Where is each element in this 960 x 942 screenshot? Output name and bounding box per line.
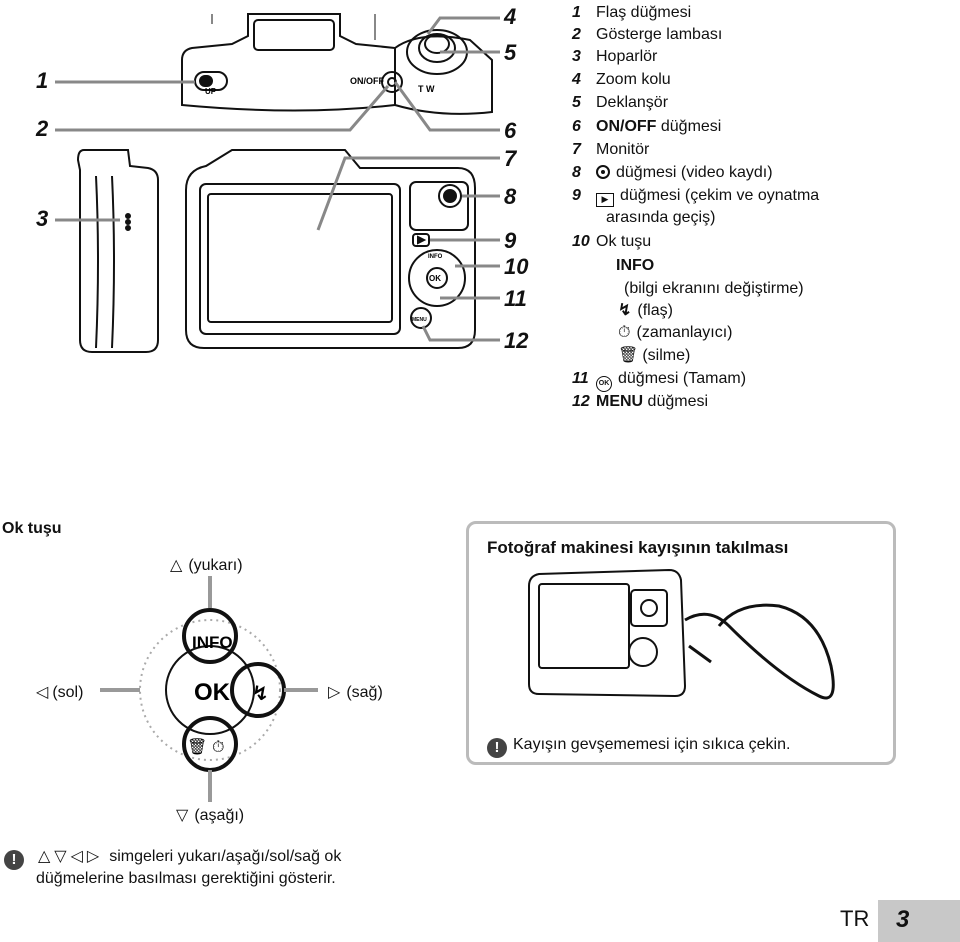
self-timer-icon: ⏱ (212, 737, 224, 756)
movie-record-icon (596, 165, 610, 179)
footer-lang: TR (840, 906, 870, 931)
parts-list-item: ↯(flaş) (618, 302, 673, 319)
callout-7: 7 (504, 146, 517, 171)
strap-title: Fotoğraf makinesi kayışının takılması (487, 538, 789, 557)
menu-button-label: MENU (412, 317, 427, 323)
page-number: 3 (896, 906, 910, 933)
callout-12: 12 (504, 328, 529, 353)
callout-9: 9 (504, 228, 517, 253)
callout-3: 3 (36, 206, 49, 231)
parts-list-item: INFO (616, 257, 655, 274)
footnote-line2: düğmelerine basılması gerektiğini göster… (36, 870, 336, 887)
right-label: ▷(sağ) (328, 684, 383, 701)
flash-icon: ↯ (252, 681, 269, 705)
parts-list-item: (bilgi ekranını değiştirme) (624, 280, 804, 297)
zoom-label: T W (418, 84, 435, 94)
ok-icon: OK (596, 376, 612, 392)
callout-6: 6 (504, 118, 517, 143)
camera-top-view (181, 13, 493, 115)
camera-back-view (185, 149, 476, 349)
parts-list-item: 🗑(silme) (618, 347, 691, 364)
onoff-label: ON/OFF (350, 76, 384, 86)
self-timer-icon: ⏱ (618, 324, 631, 341)
caution-icon: ! (487, 738, 507, 758)
footnote: !△▽◁▷simgeleri yukarı/aşağı/sol/sağ ok (4, 846, 341, 870)
left-label: ◁(sol) (36, 684, 84, 701)
parts-list-item: arasında geçiş) (606, 209, 716, 226)
info-button-label: INFO (428, 254, 443, 260)
up-triangle-icon: △ (170, 557, 183, 574)
callout-2: 2 (36, 116, 49, 141)
flash-icon: ↯ (618, 302, 632, 319)
strap-note: !Kayışın gevşememesi için sıkıca çekin. (487, 736, 790, 758)
info-key-label: INFO (192, 633, 233, 652)
ok-button-label: OK (429, 274, 441, 283)
strap-box: Fotoğraf makinesi kayışının takılması !K… (466, 521, 896, 765)
flash-switch-label: UP (205, 87, 217, 96)
parts-list-item: 9▶düğmesi (çekim ve oynatma (572, 185, 819, 207)
callout-5: 5 (504, 40, 517, 65)
ok-key-diagram: INFO OK ↯ 🗑 ⏱ (100, 576, 318, 802)
callout-8: 8 (504, 184, 517, 209)
direction-arrows-icon: △▽◁▷ (38, 848, 104, 865)
callout-10: 10 (504, 254, 529, 279)
strap-illustration (528, 568, 835, 700)
right-triangle-icon: ▷ (328, 684, 341, 701)
ok-center-label: OK (194, 679, 231, 706)
ok-key-title: Ok tuşu (2, 520, 62, 537)
callout-leader-lines (55, 16, 500, 342)
left-triangle-icon: ◁ (36, 684, 49, 701)
up-label: △(yukarı) (170, 557, 243, 574)
down-triangle-icon: ▽ (176, 807, 189, 824)
camera-parts-illustration: UP ON/OFF T W OK INFO MENU (55, 13, 500, 353)
trash-icon: 🗑 (618, 347, 639, 364)
down-label: ▽(aşağı) (176, 807, 245, 824)
callout-1: 1 (36, 68, 49, 93)
callout-11: 11 (504, 286, 527, 311)
caution-icon: ! (4, 850, 24, 870)
parts-list-item: ⏱(zamanlayıcı) (618, 324, 733, 341)
camera-side-view (76, 149, 159, 353)
trash-icon: 🗑 (187, 737, 207, 756)
page-number-tab: 3 (878, 900, 960, 942)
playback-icon: ▶ (596, 193, 614, 207)
callout-4: 4 (504, 4, 517, 29)
